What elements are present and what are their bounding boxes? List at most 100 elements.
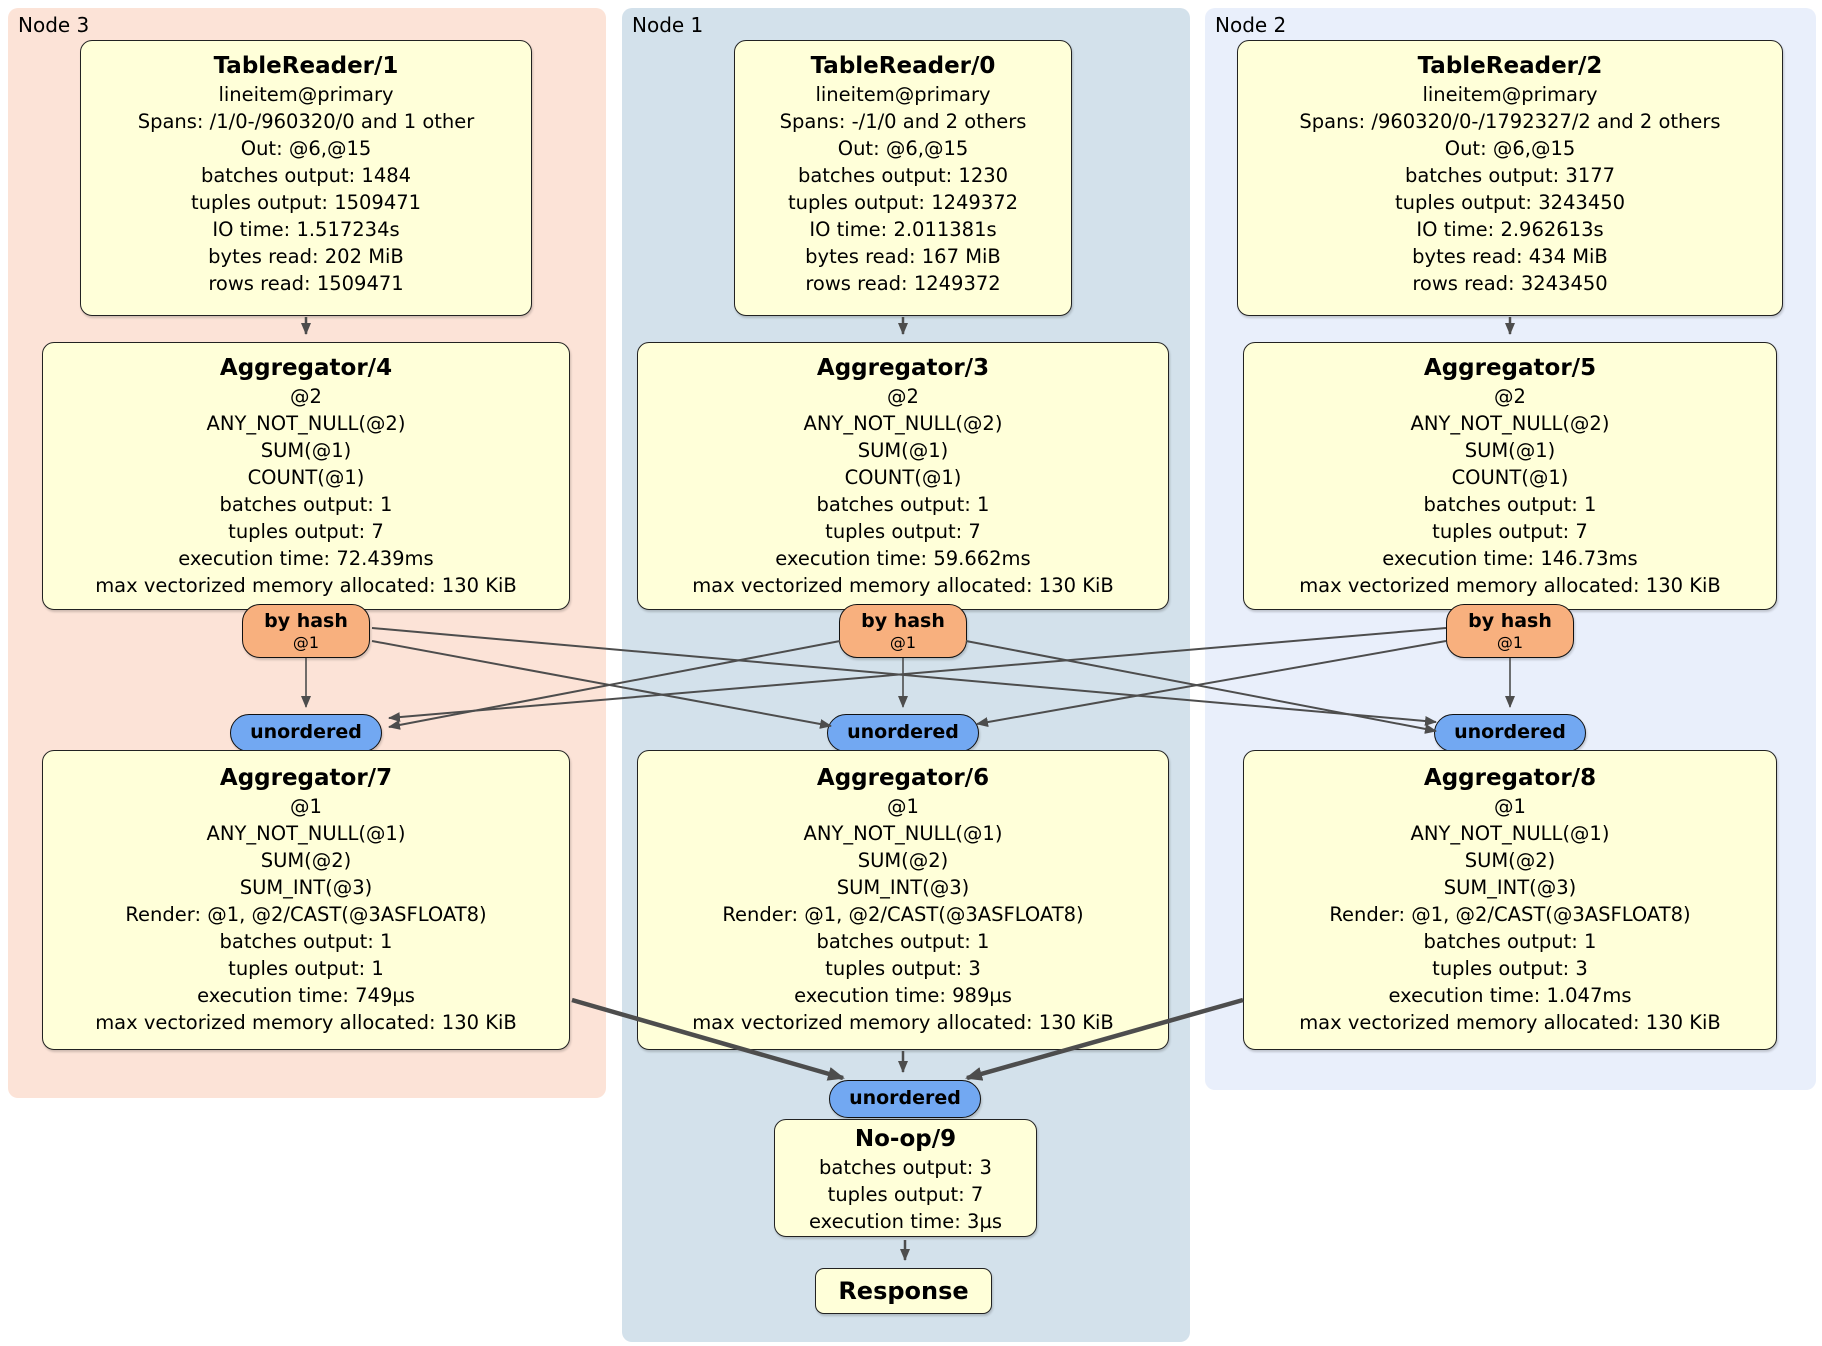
stat-line: COUNT(@1) bbox=[844, 466, 962, 489]
stat-line: tuples output: 1509471 bbox=[190, 191, 422, 214]
response-box: Response bbox=[815, 1268, 992, 1314]
stat-line: batches output: 1 bbox=[1423, 493, 1597, 516]
stat-line: IO time: 2.011381s bbox=[809, 218, 997, 241]
stat-line: max vectorized memory allocated: 130 KiB bbox=[95, 1011, 517, 1034]
stat-line: batches output: 3 bbox=[819, 1156, 992, 1179]
stat-line: Render: @1, @2/CAST(@3ASFLOAT8) bbox=[722, 903, 1084, 926]
stat-line: max vectorized memory allocated: 130 KiB bbox=[692, 574, 1114, 597]
box-title: TableReader/2 bbox=[1417, 53, 1603, 79]
response-title: Response bbox=[838, 1277, 969, 1305]
router-label: by hash bbox=[861, 610, 945, 632]
stat-line: COUNT(@1) bbox=[1451, 466, 1569, 489]
sync-label: unordered bbox=[847, 721, 959, 743]
box-title: Aggregator/4 bbox=[219, 355, 393, 381]
stat-line: IO time: 2.962613s bbox=[1416, 218, 1604, 241]
stat-line: Out: @6,@15 bbox=[240, 137, 372, 160]
stat-line: max vectorized memory allocated: 130 KiB bbox=[95, 574, 517, 597]
stat-line: @2 bbox=[290, 385, 322, 408]
node3-label: Node 3 bbox=[18, 13, 90, 37]
node1-label: Node 1 bbox=[632, 13, 704, 37]
box-title: Aggregator/5 bbox=[1423, 355, 1597, 381]
router-by-hash-node2: by hash @1 bbox=[1446, 604, 1574, 658]
stat-line: Out: @6,@15 bbox=[837, 137, 969, 160]
stat-line: SUM(@2) bbox=[260, 849, 352, 872]
stat-line: tuples output: 7 bbox=[827, 1183, 984, 1206]
box-title: Aggregator/3 bbox=[816, 355, 990, 381]
hash-key: @1 bbox=[292, 633, 320, 652]
box-title: TableReader/0 bbox=[810, 53, 996, 79]
sync-unordered-node3: unordered bbox=[230, 714, 382, 752]
box-title: Aggregator/7 bbox=[219, 765, 393, 791]
router-by-hash-node1: by hash @1 bbox=[839, 604, 967, 658]
stat-line: IO time: 1.517234s bbox=[212, 218, 400, 241]
stat-line: max vectorized memory allocated: 130 KiB bbox=[692, 1011, 1114, 1034]
stat-line: SUM_INT(@3) bbox=[1443, 876, 1577, 899]
stat-line: tuples output: 7 bbox=[1432, 520, 1588, 543]
stat-line: @1 bbox=[887, 795, 919, 818]
stat-line: Spans: /1/0-/960320/0 and 1 other bbox=[137, 110, 475, 133]
stat-line: COUNT(@1) bbox=[247, 466, 365, 489]
stat-line: SUM_INT(@3) bbox=[239, 876, 373, 899]
box-title: No-op/9 bbox=[854, 1126, 957, 1152]
stat-line: @2 bbox=[887, 385, 919, 408]
stat-line: Spans: -/1/0 and 2 others bbox=[779, 110, 1027, 133]
router-by-hash-node3: by hash @1 bbox=[242, 604, 370, 658]
hash-key: @1 bbox=[1496, 633, 1524, 652]
stat-line: lineitem@primary bbox=[815, 83, 991, 106]
stat-line: rows read: 1509471 bbox=[208, 272, 404, 295]
stat-line: ANY_NOT_NULL(@2) bbox=[206, 412, 406, 435]
stat-line: rows read: 3243450 bbox=[1412, 272, 1608, 295]
stat-line: batches output: 1 bbox=[816, 493, 990, 516]
stat-line: ANY_NOT_NULL(@1) bbox=[206, 822, 406, 845]
stat-line: batches output: 3177 bbox=[1404, 164, 1616, 187]
stat-line: SUM(@1) bbox=[857, 439, 949, 462]
sync-unordered-node1: unordered bbox=[827, 714, 979, 752]
stat-line: max vectorized memory allocated: 130 KiB bbox=[1299, 1011, 1721, 1034]
sync-label: unordered bbox=[849, 1087, 961, 1109]
box-title: Aggregator/6 bbox=[816, 765, 990, 791]
stat-line: batches output: 1484 bbox=[200, 164, 412, 187]
stat-line: bytes read: 434 MiB bbox=[1412, 245, 1608, 268]
sync-label: unordered bbox=[1454, 721, 1566, 743]
stat-line: @1 bbox=[1494, 795, 1526, 818]
stat-line: tuples output: 1 bbox=[228, 957, 384, 980]
stat-line: lineitem@primary bbox=[1422, 83, 1598, 106]
stat-line: @2 bbox=[1494, 385, 1526, 408]
stat-line: bytes read: 167 MiB bbox=[805, 245, 1001, 268]
stat-line: batches output: 1 bbox=[219, 493, 393, 516]
stat-line: ANY_NOT_NULL(@1) bbox=[1410, 822, 1610, 845]
stat-line: tuples output: 3 bbox=[825, 957, 981, 980]
stat-line: @1 bbox=[290, 795, 322, 818]
stat-line: batches output: 1 bbox=[219, 930, 393, 953]
stat-line: SUM(@2) bbox=[857, 849, 949, 872]
sync-unordered-output: unordered bbox=[829, 1080, 981, 1118]
stat-line: Render: @1, @2/CAST(@3ASFLOAT8) bbox=[125, 903, 487, 926]
stat-line: execution time: 59.662ms bbox=[775, 547, 1031, 570]
stat-line: tuples output: 7 bbox=[228, 520, 384, 543]
stat-line: tuples output: 3243450 bbox=[1394, 191, 1626, 214]
stat-line: rows read: 1249372 bbox=[805, 272, 1001, 295]
router-label: by hash bbox=[264, 610, 348, 632]
hash-key: @1 bbox=[889, 633, 917, 652]
stat-line: batches output: 1 bbox=[816, 930, 990, 953]
router-label: by hash bbox=[1468, 610, 1552, 632]
node2-label: Node 2 bbox=[1215, 13, 1287, 37]
stat-line: Render: @1, @2/CAST(@3ASFLOAT8) bbox=[1329, 903, 1691, 926]
box-title: TableReader/1 bbox=[213, 53, 399, 79]
stat-line: SUM(@1) bbox=[260, 439, 352, 462]
noop-9-box: No-op/9 batches output: 3 tuples output: … bbox=[774, 1119, 1037, 1237]
